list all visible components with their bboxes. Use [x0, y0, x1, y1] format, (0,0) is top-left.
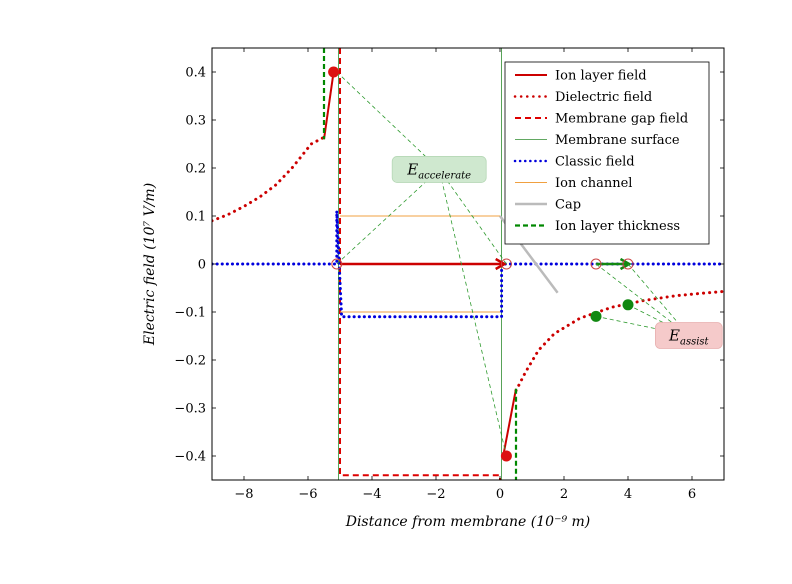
y-tick-label: −0.3 — [174, 402, 206, 417]
annotation-link-4 — [595, 263, 690, 336]
annotation-label-assist: Eassist — [668, 327, 710, 348]
series-line-ion-layer-field-0 — [323, 71, 335, 140]
legend-label-6: Cap — [555, 198, 581, 213]
y-tick-label: 0.3 — [185, 114, 206, 129]
legend-label-4: Classic field — [555, 155, 635, 170]
series-line-membrane-gap-field-0 — [339, 48, 501, 480]
legend-label-5: Ion channel — [555, 176, 632, 191]
annotation-box-0 — [391, 156, 487, 183]
annotation-link-1 — [336, 169, 440, 265]
open-circle-point-2 — [590, 258, 602, 270]
y-tick-label: −0.4 — [174, 450, 206, 465]
y-tick-label: 0.2 — [185, 162, 206, 177]
y-tick-label: −0.2 — [174, 354, 206, 369]
series-line-dielectric-field-0 — [212, 135, 326, 223]
legend-box — [504, 61, 710, 245]
annotation-box-1 — [655, 322, 723, 349]
y-tick-label: 0.1 — [185, 210, 206, 225]
open-circle-point-3 — [622, 258, 634, 270]
y-tick-label: 0 — [198, 258, 206, 273]
x-tick-label: −6 — [298, 487, 317, 502]
annotation-link-3 — [438, 169, 507, 457]
y-axis-title: Electric field (10⁷ V/m) — [142, 183, 158, 346]
open-circle-point-0 — [331, 258, 343, 270]
annotation-link-0 — [336, 71, 440, 170]
red-data-point-0 — [328, 66, 340, 78]
legend-label-0: Ion layer field — [555, 69, 647, 84]
legend-label-3: Membrane surface — [555, 133, 680, 148]
open-circle-point-1 — [500, 258, 512, 270]
x-tick-label: −4 — [362, 487, 381, 502]
x-tick-label: 4 — [624, 487, 632, 502]
x-axis-title: Distance from membrane (10⁻⁹ m) — [345, 514, 591, 530]
y-tick-label: 0.4 — [185, 66, 206, 81]
marker-layer — [328, 66, 634, 462]
series-line-ion-layer-field-1 — [502, 388, 517, 457]
x-tick-label: 0 — [496, 487, 504, 502]
legend-label-1: Dielectric field — [555, 90, 652, 105]
annotation-link-2 — [438, 169, 507, 265]
legend-label-2: Membrane gap field — [555, 112, 688, 127]
x-tick-label: −8 — [234, 487, 253, 502]
plot-area: −8 −6 −4 −2 0 2 4 6 0.4 0.3 0.2 0.1 0 −0.1 −0.2 −0.3 −0.… — [174, 47, 725, 502]
legend-label-7: Ion layer thickness — [555, 219, 680, 234]
annotation-label-accelerate: Eaccelerate — [406, 160, 471, 181]
green-data-point-1 — [622, 299, 634, 311]
x-tick-label: 2 — [560, 487, 568, 502]
x-tick-label: 6 — [688, 487, 696, 502]
x-tick-label: −2 — [426, 487, 445, 502]
tick-layer: −8 −6 −4 −2 0 2 4 6 0.4 0.3 0.2 0.1 0 −0.1 −0.2 −0.3 −0.… — [174, 48, 724, 502]
green-data-point-0 — [590, 310, 602, 322]
y-tick-label: −0.1 — [174, 306, 206, 321]
red-data-point-1 — [500, 450, 512, 462]
